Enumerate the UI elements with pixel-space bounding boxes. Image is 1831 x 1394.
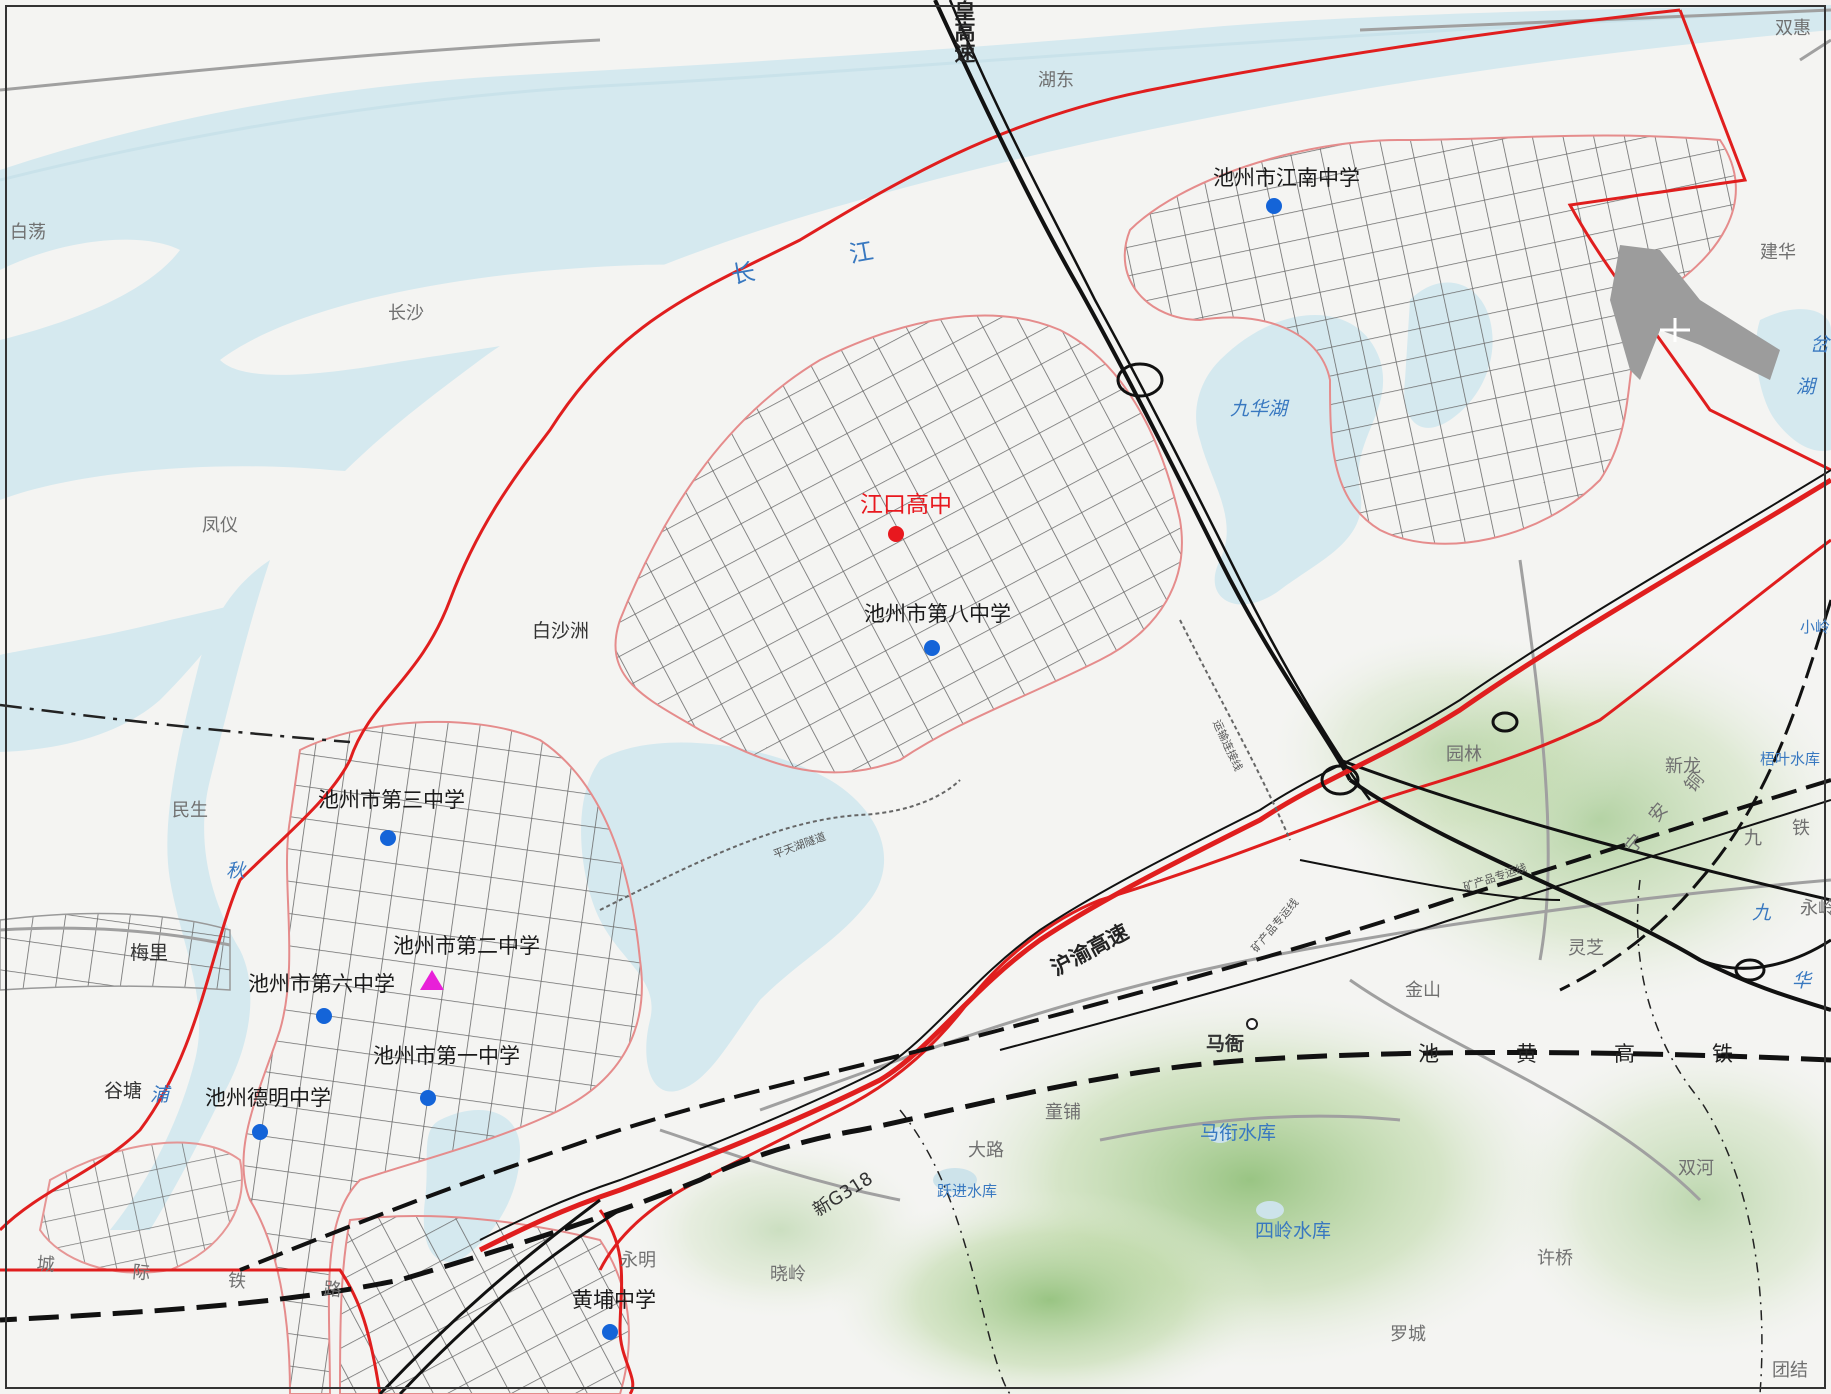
label-pen-1: 岔: [1810, 334, 1830, 356]
sandbar-island: [220, 264, 784, 375]
river-northbank: [0, 8, 1831, 182]
label-baidang: 白荡: [10, 222, 46, 243]
label-jianhua: 建华: [1760, 242, 1796, 263]
school-marker-first[interactable]: [420, 1090, 436, 1106]
label-jiuhua-lake: 九华湖: [1230, 398, 1288, 420]
pen-lake: [1755, 309, 1831, 451]
label-baishazhou: 白沙洲: [532, 620, 590, 642]
west-channel: [110, 560, 270, 1230]
label-dalu: 大路: [968, 1140, 1004, 1161]
map-border: [5, 5, 1826, 1389]
label-meili: 梅里: [130, 942, 169, 964]
label-gutang: 谷塘: [104, 1080, 143, 1102]
admin-boundary-east: [598, 538, 1831, 1271]
label-changsha: 长沙: [388, 303, 424, 324]
sandbar-island-2: [0, 466, 478, 655]
label-school-eighth[interactable]: 池州市第八中学: [864, 602, 1011, 626]
label-reservoir-xiaoling: 小岭: [1800, 618, 1831, 636]
school-marker-deming[interactable]: [252, 1124, 268, 1140]
label-reservoir-maheng: 马衔水库: [1200, 1122, 1277, 1144]
county-boundary: [0, 703, 351, 744]
label-xiaoling: 晓岭: [770, 1264, 806, 1285]
label-pen-2: 湖: [1796, 376, 1816, 398]
label-yuanlin: 园林: [1446, 744, 1482, 765]
pingtian-tunnel: [599, 779, 961, 911]
label-school-first[interactable]: 池州市第一中学: [373, 1044, 520, 1068]
interchanges: [1116, 362, 1766, 982]
school-marker-jiangkou[interactable]: [888, 526, 904, 542]
reservoir-maheng: [1208, 1127, 1232, 1143]
label-jiuhua-river-1: 九: [1752, 902, 1772, 924]
label-fengyi: 凤仪: [202, 515, 238, 536]
label-chihuang-hsr: 池 黄 高 铁: [1418, 1042, 1761, 1066]
label-qiupu-2: 浦: [150, 1084, 170, 1106]
school-marker-second[interactable]: [420, 970, 444, 990]
label-xuqiao: 许桥: [1537, 1248, 1573, 1269]
school-marker-huangpu[interactable]: [602, 1324, 618, 1340]
label-tongjiu-3: 铁: [1792, 818, 1810, 839]
label-tongpu: 童铺: [1045, 1102, 1081, 1123]
label-school-second[interactable]: 池州市第二中学: [393, 934, 540, 958]
label-reservoir-siling: 四岭水库: [1255, 1220, 1332, 1242]
label-tongjiu-2: 九: [1744, 828, 1762, 849]
gray-roads: [0, 8, 1831, 1202]
label-lingzhi: 灵芝: [1568, 938, 1604, 959]
label-reservoir-yuejin: 跃进水库: [937, 1182, 998, 1200]
urban-road-network: [0, 134, 1737, 1394]
label-hudong: 湖东: [1038, 70, 1074, 91]
label-school-huangpu[interactable]: 黄埔中学: [572, 1288, 656, 1312]
label-shuanghe: 双河: [1678, 1158, 1714, 1179]
label-qiupu-1: 秋: [226, 860, 246, 882]
label-shuanghui: 双惠: [1775, 18, 1811, 39]
label-jinshan: 金山: [1405, 980, 1441, 1001]
reservoir-siling: [1256, 1201, 1284, 1219]
label-luocheng: 罗城: [1390, 1324, 1426, 1345]
school-marker-jiangnan[interactable]: [1266, 198, 1282, 214]
label-minsheng: 民生: [172, 800, 208, 821]
label-xinlong: 新龙: [1665, 756, 1701, 777]
county-boundary-east: [1636, 879, 1763, 1394]
label-tuanjie: 团结: [1772, 1360, 1808, 1381]
airport[interactable]: [1610, 245, 1780, 380]
connect-line: [1179, 619, 1291, 841]
county-boundary-south: [899, 1109, 1011, 1394]
school-marker-third[interactable]: [380, 830, 396, 846]
label-school-jiangnan[interactable]: 池州市江南中学: [1213, 166, 1360, 190]
school-marker-sixth[interactable]: [316, 1008, 332, 1024]
label-school-deming[interactable]: 池州德明中学: [205, 1086, 331, 1110]
yangtze-river: [0, 0, 1831, 752]
station-maheng-icon[interactable]: [1246, 1018, 1258, 1030]
pingtian-lake: [581, 742, 885, 1092]
label-maheng: 马衙: [1206, 1033, 1245, 1055]
label-jiuhua-river-2: 华: [1792, 970, 1812, 992]
label-reservoir-wuye: 梧叶水库: [1760, 750, 1821, 768]
school-marker-eighth[interactable]: [924, 640, 940, 656]
label-school-jiangkou[interactable]: 江口高中: [860, 492, 952, 518]
label-school-third[interactable]: 池州市第三中学: [318, 788, 465, 812]
label-school-sixth[interactable]: 池州市第六中学: [248, 972, 395, 996]
hill-shading: [630, 630, 1831, 1394]
sandbar-island-3: [0, 239, 180, 340]
label-yongming: 永明: [620, 1250, 656, 1271]
label-jinghuang-expressway: 皇高速: [952, 0, 976, 63]
label-yongling: 永岭: [1800, 898, 1831, 919]
